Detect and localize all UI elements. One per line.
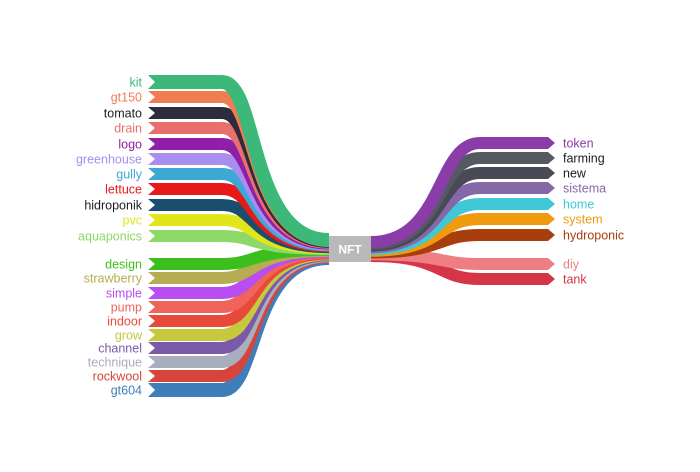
term-label-pvc[interactable]: pvc [123,214,142,228]
term-label-sistema[interactable]: sistema [563,182,606,196]
flow-tip-technique [148,356,159,368]
term-label-gt604[interactable]: gt604 [111,384,142,398]
term-labels: gt604rockwooltechniquechannelgrowindoorp… [76,76,624,398]
flow-tip-kit [148,75,159,89]
term-label-gully[interactable]: gully [116,168,142,182]
flow-tip-farming [539,152,555,164]
flow-tip-simple [148,287,159,299]
term-label-logo[interactable]: logo [118,138,142,152]
term-label-hidroponik[interactable]: hidroponik [84,199,142,213]
flow-tip-hydroponic [539,229,555,241]
flow-tip-strawberry [148,272,159,284]
term-label-farming[interactable]: farming [563,152,605,166]
term-label-hydroponic[interactable]: hydroponic [563,229,624,243]
flow-tip-greenhouse [148,153,159,165]
flow-tip-diy [539,258,555,270]
term-label-rockwool[interactable]: rockwool [93,370,142,384]
term-label-tank[interactable]: tank [563,273,587,287]
flow-tip-logo [148,138,159,150]
term-label-channel[interactable]: channel [98,342,142,356]
flow-ribbons [148,75,555,397]
flow-tip-token [539,137,555,149]
flow-tip-gt604 [148,383,159,397]
flow-tip-gt150 [148,91,159,103]
term-label-design[interactable]: design [105,258,142,272]
flow-ribbon-kit [158,75,330,247]
flow-tip-design [148,258,159,270]
flow-tip-channel [148,342,159,354]
term-label-indoor[interactable]: indoor [107,315,142,329]
flow-tip-home [539,198,555,210]
flow-tip-sistema [539,182,555,194]
center-node-label: NFT [338,243,362,257]
term-label-token[interactable]: token [563,137,594,151]
flow-tip-hidroponik [148,199,159,211]
term-label-system[interactable]: system [563,213,603,227]
term-label-gt150[interactable]: gt150 [111,91,142,105]
flow-tip-pump [148,301,159,313]
flow-ribbon-token [370,137,540,248]
term-label-technique[interactable]: technique [88,356,142,370]
term-label-tomato[interactable]: tomato [104,107,142,121]
flow-tip-tank [539,273,555,285]
term-label-lettuce[interactable]: lettuce [105,183,142,197]
flow-tip-rockwool [148,370,159,382]
flow-tip-gully [148,168,159,180]
term-label-new[interactable]: new [563,167,587,181]
term-label-home[interactable]: home [563,198,594,212]
term-label-strawberry[interactable]: strawberry [84,272,143,286]
term-label-diy[interactable]: diy [563,258,580,272]
term-label-drain[interactable]: drain [114,122,142,136]
center-node-box [329,236,371,262]
flow-tip-tomato [148,107,159,119]
flow-tip-new [539,167,555,179]
term-label-simple[interactable]: simple [106,287,142,301]
term-label-grow[interactable]: grow [115,329,143,343]
flow-tip-aquaponics [148,230,159,242]
term-label-greenhouse[interactable]: greenhouse [76,153,142,167]
term-label-aquaponics[interactable]: aquaponics [78,230,142,244]
term-label-kit[interactable]: kit [130,76,143,90]
flow-tip-pvc [148,214,159,226]
flow-tip-drain [148,122,159,134]
flow-tip-indoor [148,315,159,327]
center-node[interactable]: NFT [329,236,371,262]
flow-tip-system [539,213,555,225]
flow-tip-lettuce [148,183,159,195]
term-label-pump[interactable]: pump [111,301,142,315]
flow-tip-grow [148,329,159,341]
